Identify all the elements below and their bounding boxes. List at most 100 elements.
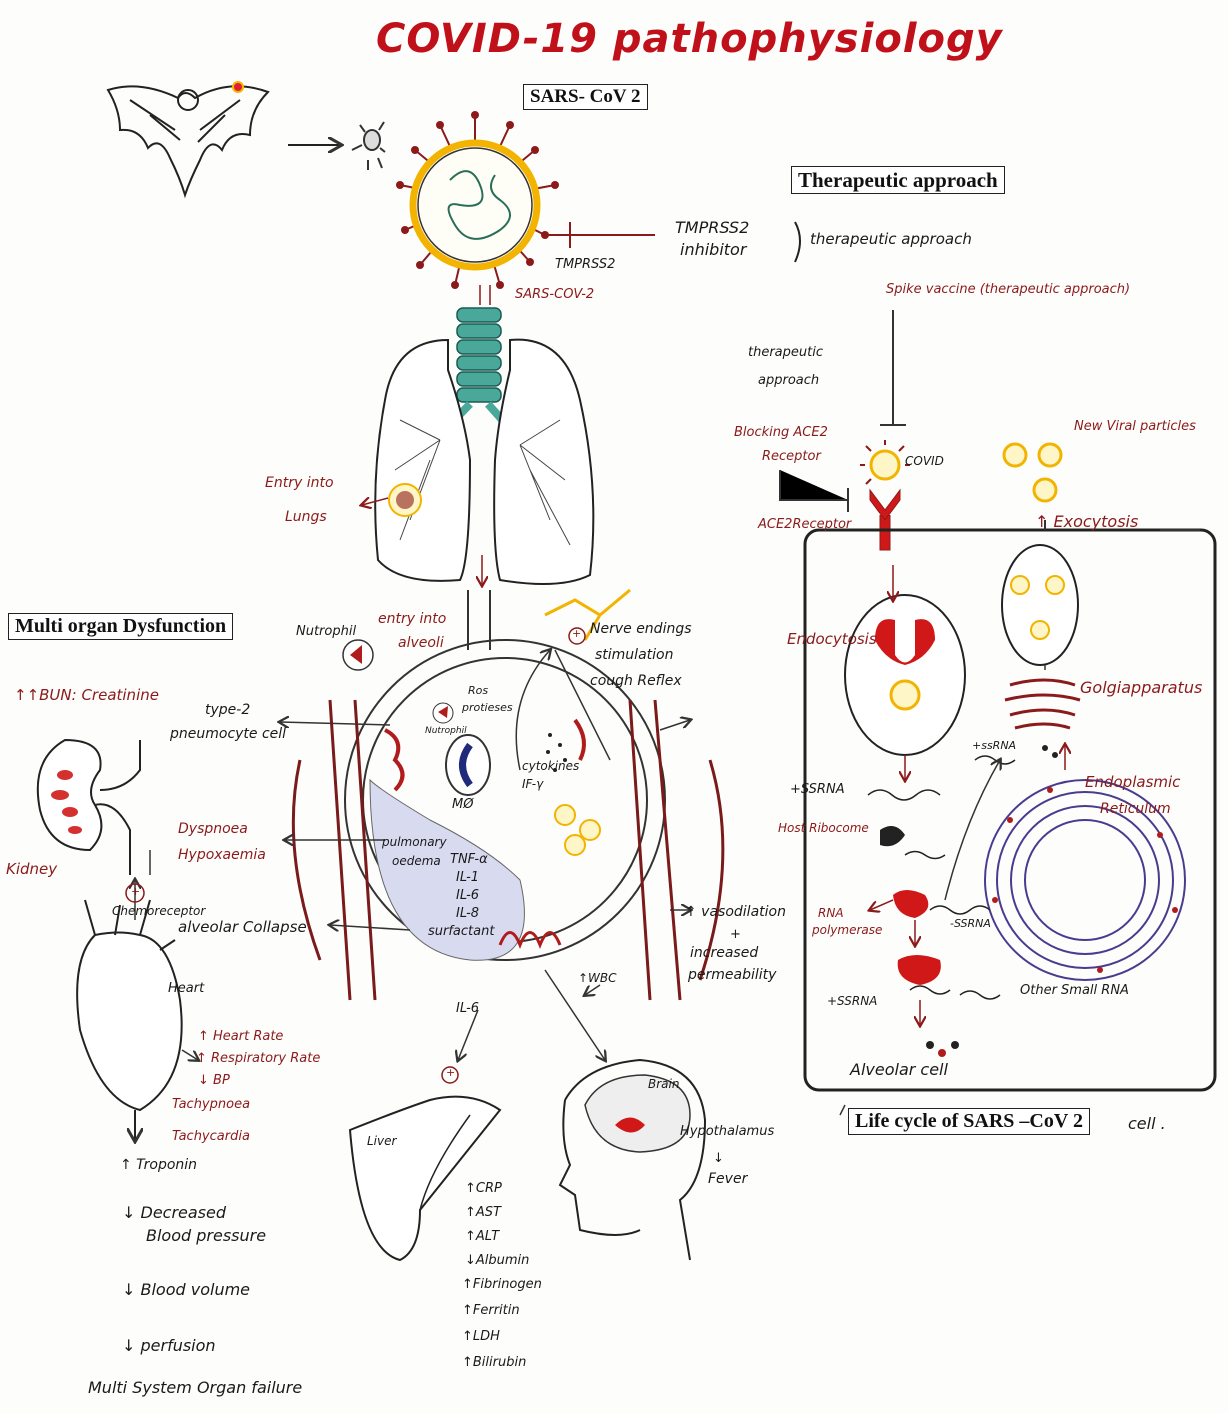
il8-label: IL-8 — [456, 907, 479, 921]
rna-polymerase-icon — [893, 890, 928, 918]
inhibitor-label-1: TMPRSS2 — [675, 220, 749, 237]
rna-pol-label-1: RNA — [818, 907, 844, 920]
rna-pol-label-2: polymerase — [812, 924, 882, 937]
block-ace2-label-1: Blocking ACE2 — [734, 426, 828, 440]
entry-alveoli-2: alveoli — [398, 636, 444, 651]
bp-label: ↓ BP — [198, 1074, 230, 1088]
organ-failure-label: Multi System Organ failure — [88, 1380, 302, 1397]
page-title: COVID-19 pathophysiology — [376, 18, 1003, 60]
macrophage-label: MØ — [452, 798, 473, 812]
therapeutic-approach-box: Therapeutic approach — [791, 166, 1005, 194]
brain-head-icon — [560, 1060, 705, 1260]
entry-alveoli-1: entry into — [378, 612, 446, 627]
ros-label-1: Ros — [468, 685, 488, 697]
multi-organ-box: Multi organ Dysfunction — [8, 613, 233, 640]
vaso-label-1: ↑ vasodilation — [685, 905, 786, 920]
ssrna-label-2: +SSRNA — [827, 995, 877, 1008]
decreased-label-1: ↓ Decreased — [122, 1205, 226, 1222]
neg-ssrna-label: -SSRNA — [950, 918, 991, 930]
golgi-label: Golgiapparatus — [1080, 680, 1202, 697]
tnf-label: TNF-α — [450, 853, 488, 867]
tachycardia-label: Tachycardia — [172, 1130, 250, 1144]
vaso-label-4: permeability — [688, 968, 776, 983]
sars-cov2-label: SARS-COV-2 — [515, 288, 594, 302]
wbc-label: ↑WBC — [578, 972, 617, 985]
golgi-icon — [1005, 680, 1080, 728]
alveolar-collapse-label: alveolar Collapse — [178, 920, 307, 936]
bat-icon — [108, 82, 268, 195]
liver-marker: ↓Albumin — [465, 1254, 529, 1268]
block-ace2-label-2: Receptor — [762, 450, 821, 464]
fever-label: Fever — [708, 1172, 747, 1187]
dyspnoea-label: Dyspnoea — [178, 822, 248, 837]
ace2-receptor-icon — [870, 490, 900, 550]
nutrophil-label: Nutrophil — [296, 625, 356, 639]
liver-label: Liver — [367, 1135, 396, 1148]
ros-label-2: protieses — [462, 702, 513, 714]
liver-marker: ↑ALT — [465, 1230, 499, 1244]
neutrophil-icon — [343, 640, 373, 670]
therapeutic-label-2: approach — [758, 374, 819, 388]
fever-arrow: ↓ — [713, 1152, 724, 1166]
liver-marker: ↑Ferritin — [462, 1304, 520, 1318]
heart-icon — [77, 900, 182, 1140]
liver-plus: + — [446, 1067, 455, 1079]
er-label-1: Endoplasmic — [1085, 775, 1180, 791]
exocytosis-label: ↑ Exocytosis — [1035, 514, 1138, 531]
liver-marker: ↑Bilirubin — [462, 1356, 526, 1370]
type2-label-2: pneumocyte cell — [170, 727, 286, 742]
nutrophil-inner-label: Nutrophil — [425, 727, 467, 736]
heart-label: Heart — [168, 982, 204, 996]
host-ribosome-label: Host Ribocome — [778, 822, 869, 835]
il1-label: IL-1 — [456, 871, 479, 885]
er-label-2: Reticulum — [1100, 802, 1171, 817]
edema-label-2: oedema — [392, 855, 441, 868]
cytokines-label-1: cytokines — [522, 760, 579, 773]
lungs-icon — [375, 308, 593, 584]
ssrna-label-1: +SSRNA — [790, 783, 845, 797]
therapeutic-label-1: therapeutic — [748, 346, 823, 360]
hypoxaemia-label: Hypoxaemia — [178, 848, 266, 863]
surfactant-label: surfactant — [428, 925, 494, 939]
il6-out-label: IL-6 — [456, 1002, 479, 1016]
ssrna-top-label: +ssRNA — [972, 740, 1016, 752]
chemoreceptor-label: Chemoreceptor — [112, 905, 205, 918]
resp-rate-label: ↑ Respiratory Rate — [196, 1052, 320, 1066]
life-cycle-box: Life cycle of SARS –CoV 2 — [848, 1108, 1090, 1135]
inhibitor-label-2: inhibitor — [680, 242, 746, 259]
inhibitor-note: therapeutic approach — [810, 232, 972, 248]
liver-marker: ↑Fibrinogen — [462, 1278, 542, 1292]
new-viral-particles-icon — [1004, 444, 1061, 501]
sars-cov2-virus-icon — [396, 111, 559, 289]
life-cycle-suffix: cell . — [1128, 1116, 1166, 1133]
hypothalamus-label: Hypothalamus — [680, 1125, 774, 1139]
heart-rate-label: ↑ Heart Rate — [198, 1030, 283, 1044]
decreased-label-2: Blood pressure — [146, 1228, 266, 1245]
small-virus-icon — [352, 122, 385, 170]
nerve-label-3: cough Reflex — [590, 674, 682, 689]
chemoreceptor-plus: + — [131, 886, 140, 898]
vaso-label-3: increased — [690, 946, 758, 961]
type2-label-1: type-2 — [205, 703, 250, 718]
exocytosis-vesicle — [1002, 545, 1078, 665]
new-viral-particles-label: New Viral particles — [1074, 420, 1196, 434]
covid-virus-icon — [860, 440, 910, 484]
il6-label: IL-6 — [456, 889, 479, 903]
nerve-label-1: Nerve endings — [590, 622, 692, 637]
vaccine-block-line — [880, 310, 906, 425]
troponin-label: ↑ Troponin — [120, 1158, 197, 1173]
other-small-rna-label: Other Small RNA — [1020, 984, 1129, 998]
brain-label: Brain — [648, 1078, 679, 1091]
bun-label: ↑↑BUN: Creatinine — [14, 688, 159, 704]
alveolar-cell-label: Alveolar cell — [850, 1062, 948, 1079]
liver-marker: ↑AST — [465, 1206, 501, 1220]
tmprss2-label: TMPRSS2 — [555, 258, 615, 272]
ace2-block-line — [780, 470, 848, 512]
sars-cov2-box: SARS- CoV 2 — [523, 84, 648, 110]
vaso-label-2: + — [730, 928, 741, 942]
cytokines-label-2: IF-γ — [522, 778, 543, 791]
entry-lungs-1: Entry into — [265, 476, 334, 491]
endocytosis-vesicle — [845, 595, 965, 755]
tachypnoea-label: Tachypnoea — [172, 1098, 250, 1112]
